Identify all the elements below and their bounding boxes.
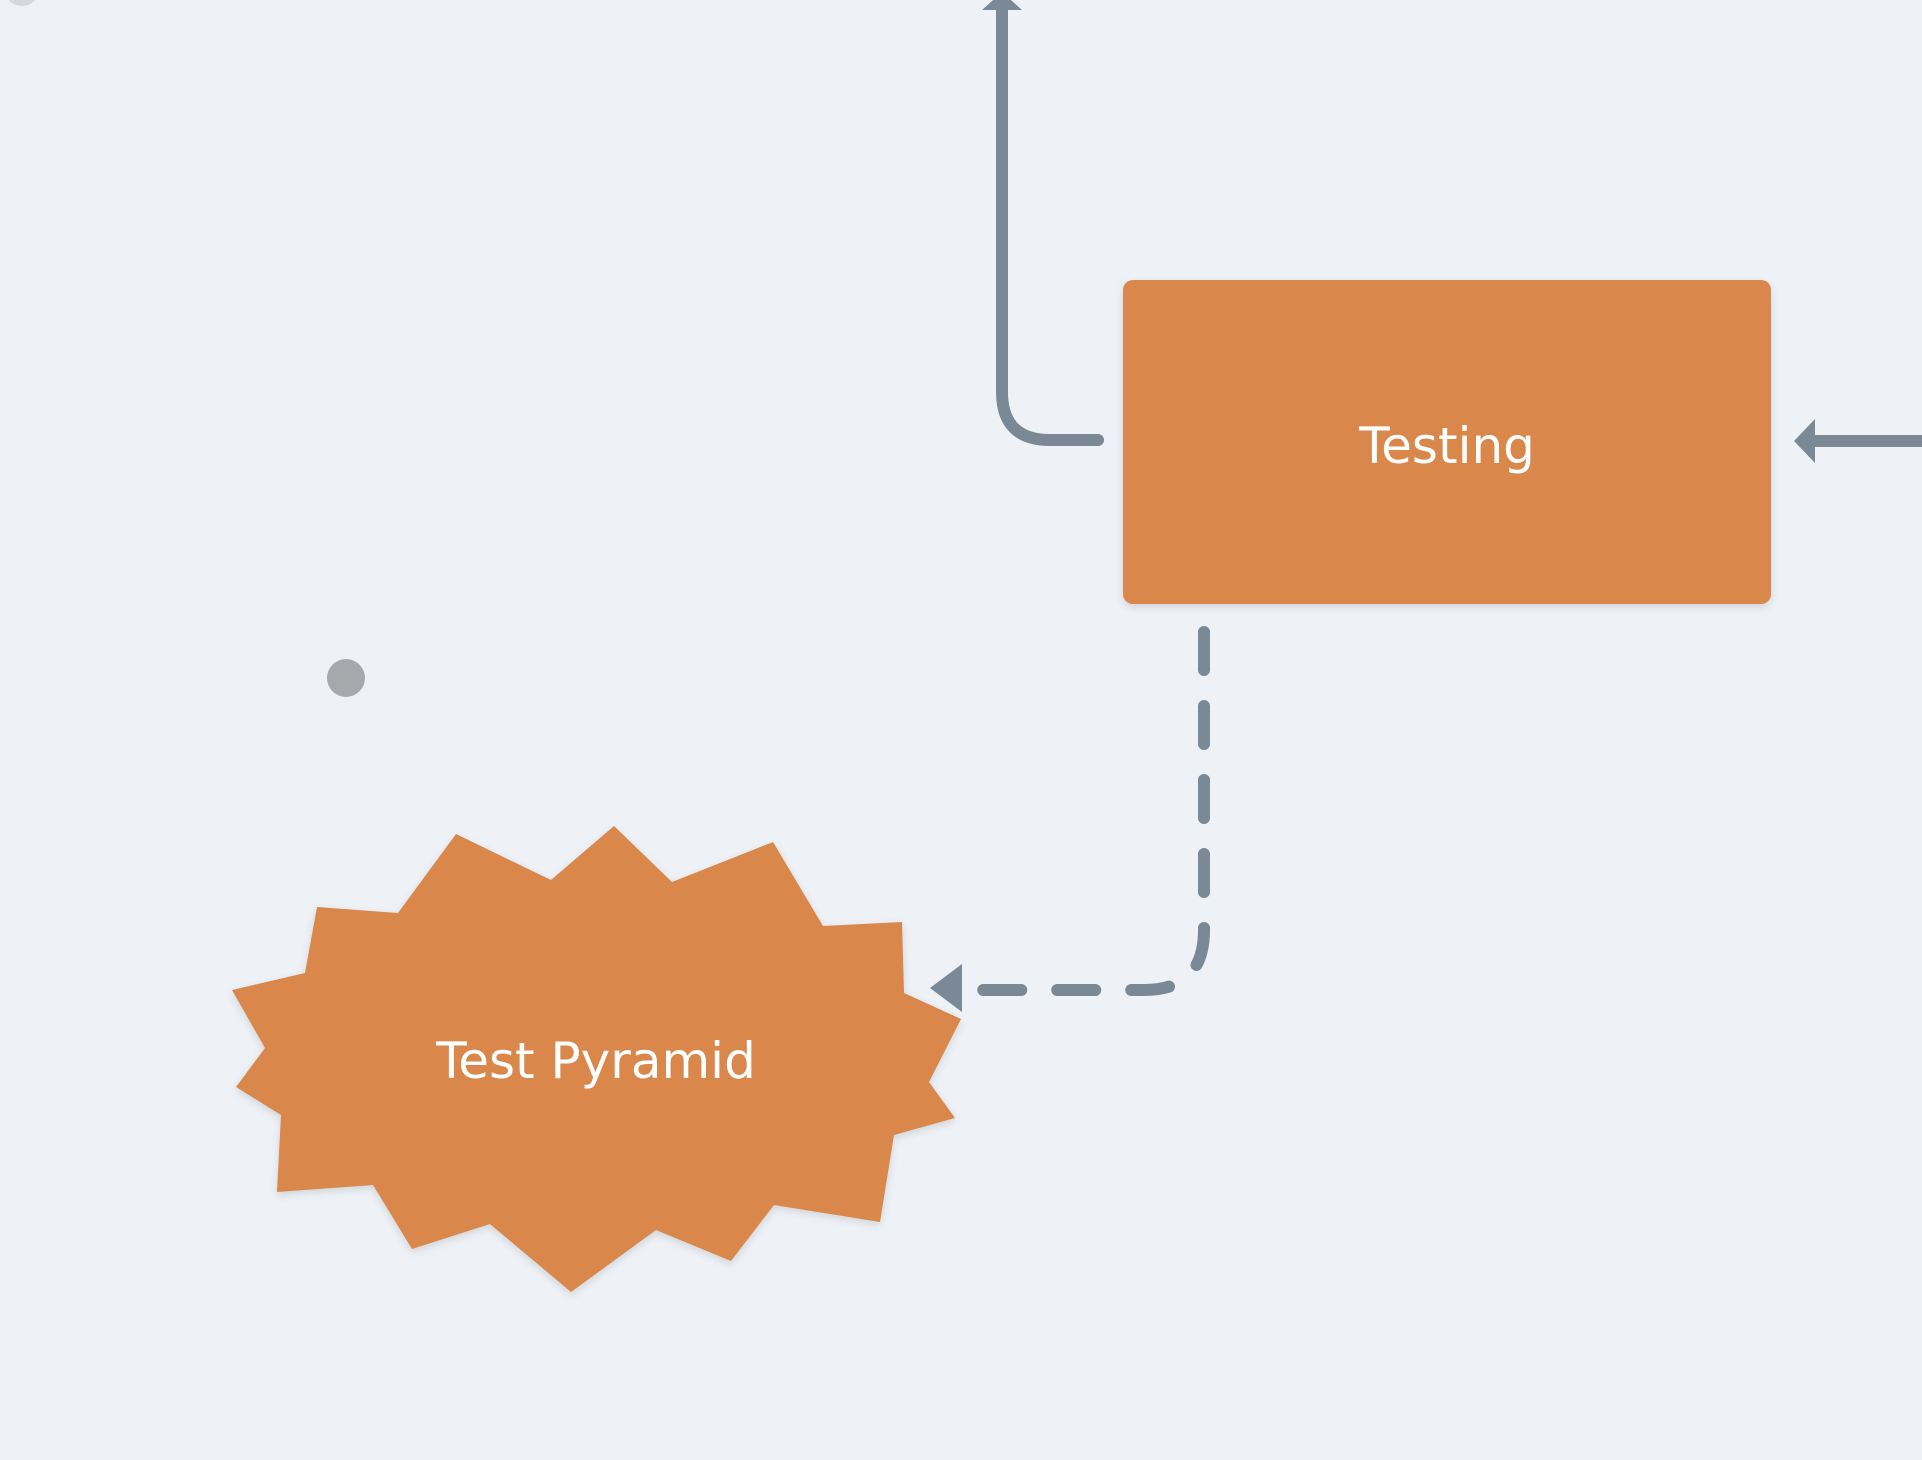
node-testing-shape xyxy=(1123,280,1771,604)
connection-handle[interactable] xyxy=(327,659,365,697)
node-testing[interactable]: Testing xyxy=(1123,280,1771,604)
edge-testing-to-top[interactable] xyxy=(982,0,1104,446)
offscreen-node-fragment xyxy=(8,0,36,6)
arrowhead-left-icon xyxy=(1794,419,1815,463)
node-test-pyramid[interactable]: Test Pyramid xyxy=(232,826,961,1292)
arrowhead-left-icon xyxy=(930,964,962,1012)
node-testing-label: Testing xyxy=(1358,417,1535,475)
node-test-pyramid-label: Test Pyramid xyxy=(435,1032,756,1090)
connector-line xyxy=(996,4,1104,446)
connector-line-dashed xyxy=(972,626,1210,996)
edge-testing-to-test-pyramid[interactable] xyxy=(930,626,1210,1012)
node-test-pyramid-shape xyxy=(232,826,961,1292)
edge-right-to-testing[interactable] xyxy=(1794,419,1922,463)
arrowhead-up-icon xyxy=(982,0,1022,10)
